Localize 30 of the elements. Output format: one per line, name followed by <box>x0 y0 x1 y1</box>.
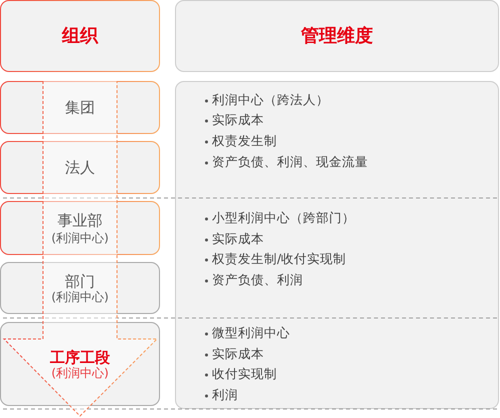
box-subtitle: (利润中心) <box>51 291 109 305</box>
list-item: 实际成本 <box>212 346 264 362</box>
header-box <box>0 0 160 72</box>
list-item: 利润中心（跨法人） <box>212 92 329 108</box>
list-item: 资产负债、利润 <box>212 272 303 288</box>
list-item: 资产负债、利润、现金流量 <box>212 154 368 170</box>
list-item: 微型利润中心 <box>212 326 290 340</box>
list-item: 权责发生制/收付实现制 <box>212 252 346 266</box>
org-level-box <box>0 322 160 406</box>
list-item: 权责发生制 <box>212 134 277 148</box>
dimension-panel <box>175 81 499 409</box>
org-level-box <box>0 141 160 194</box>
box-subtitle: (利润中心) <box>51 232 109 246</box>
header-text: 管理维度 <box>301 26 373 48</box>
box-title: 法人 <box>65 159 95 177</box>
list-item: 实际成本 <box>212 112 264 128</box>
list-item: 利润 <box>212 388 238 402</box>
list-item: 小型利润中心（跨部门） <box>212 210 355 226</box>
box-title: 工序工段 <box>50 349 110 367</box>
list-item: 收付实现制 <box>212 366 277 382</box>
header-text: 组织 <box>62 26 98 48</box>
header-box <box>175 0 499 72</box>
org-level-box <box>0 262 160 314</box>
box-subtitle: (利润中心) <box>51 367 109 381</box>
org-level-box <box>0 201 160 255</box>
list-item: 实际成本 <box>212 232 264 246</box>
box-title: 部门 <box>65 273 95 291</box>
box-title: 事业部 <box>58 212 102 230</box>
org-level-box <box>0 81 160 134</box>
box-title: 集团 <box>65 99 95 117</box>
